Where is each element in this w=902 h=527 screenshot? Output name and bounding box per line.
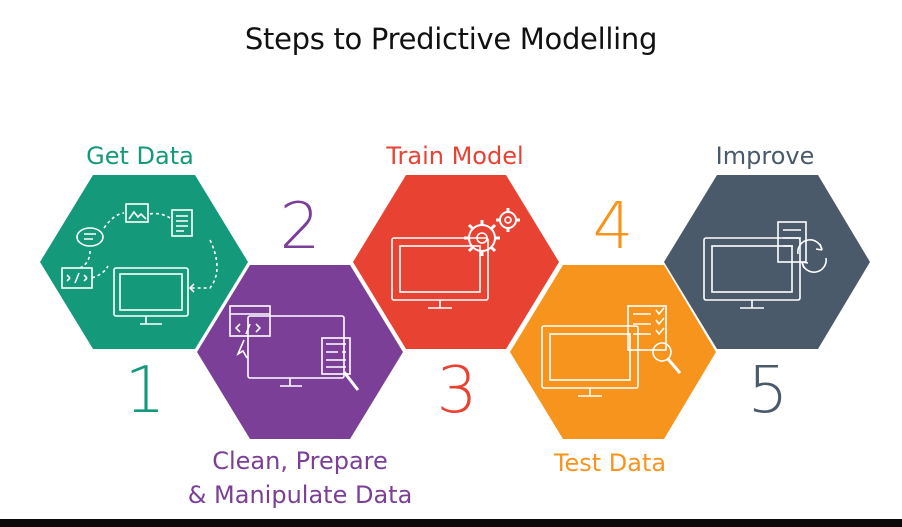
step-2-label-line-1: Clean, Prepare xyxy=(212,447,388,475)
step-3-number: 3 xyxy=(436,354,478,428)
checklist-icon xyxy=(541,305,682,397)
step-5-number: 5 xyxy=(747,354,789,428)
hexagon-step-5 xyxy=(664,175,870,349)
step-4-number: 4 xyxy=(592,190,634,264)
bottom-bar xyxy=(0,519,902,527)
step-5-label: Improve xyxy=(715,142,815,170)
step-2-number: 2 xyxy=(279,190,321,264)
code-window-icon xyxy=(229,305,360,391)
step-1-label: Get Data xyxy=(86,142,194,170)
monitor-icon xyxy=(61,203,218,325)
step-1-number: 1 xyxy=(124,354,166,428)
hexagon-step-2 xyxy=(197,265,403,439)
hexagon-step-1 xyxy=(40,175,248,349)
page-title: Steps to Predictive Modelling xyxy=(244,22,658,56)
step-4-label: Test Data xyxy=(553,449,667,477)
step-3-label: Train Model xyxy=(386,142,524,170)
step-2-label-line-2: & Manipulate Data xyxy=(187,481,413,509)
gears-icon xyxy=(391,208,520,309)
refresh-document-icon xyxy=(703,221,827,309)
hexagon-step-3 xyxy=(353,175,559,349)
